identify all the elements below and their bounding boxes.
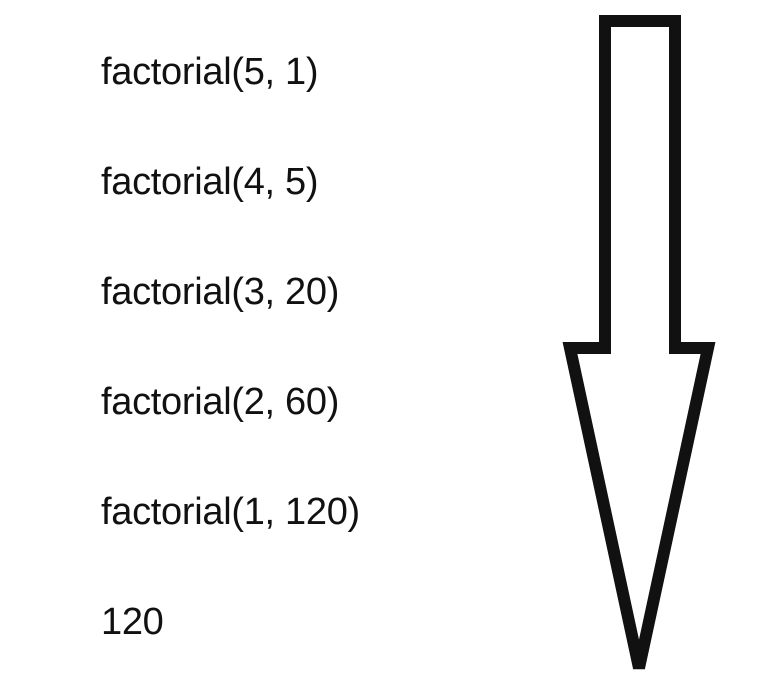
- result-value: 120: [101, 601, 164, 643]
- call-step-2: factorial(4, 5): [101, 161, 319, 203]
- call-step-5: factorial(1, 120): [101, 491, 360, 533]
- call-step-3: factorial(3, 20): [101, 271, 340, 313]
- call-sequence: factorial(5, 1) factorial(4, 5) factoria…: [101, 0, 541, 700]
- call-step-4: factorial(2, 60): [101, 381, 340, 423]
- call-step-1: factorial(5, 1): [101, 51, 319, 93]
